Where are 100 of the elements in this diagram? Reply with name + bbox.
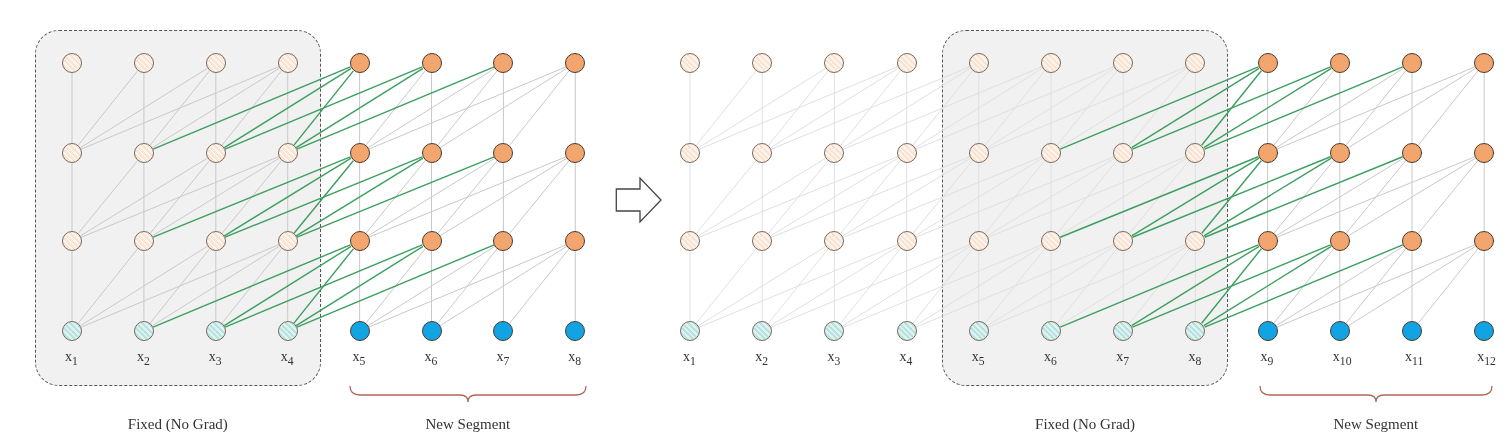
connection-line	[768, 160, 829, 234]
input-token-circle	[1474, 321, 1495, 341]
connection-line	[1276, 156, 1476, 238]
connection-line	[986, 157, 1116, 237]
connection-line	[152, 66, 352, 150]
token-label: x$_{7}$	[496, 349, 510, 368]
connection-line	[698, 244, 898, 328]
connection-line	[1131, 156, 1332, 238]
connection-line	[151, 67, 280, 149]
connection-line	[987, 244, 1187, 328]
connection-line	[439, 67, 568, 149]
token-label: x$_{2}$	[136, 349, 150, 368]
connection-line	[843, 244, 1043, 328]
connection-line	[1483, 250, 1485, 322]
connection-line	[80, 245, 208, 327]
connection-line	[1131, 245, 1260, 327]
hidden-state-circle	[1329, 143, 1350, 163]
connection-line	[80, 66, 279, 150]
connection-line	[77, 160, 139, 234]
connection-line	[915, 156, 1115, 238]
connection-line	[1347, 245, 1477, 327]
input-token-circle	[493, 321, 514, 341]
block-arrow	[615, 176, 662, 224]
token-label: x$_{5}$	[971, 349, 985, 368]
connection-line	[359, 72, 361, 144]
connection-line	[502, 250, 504, 322]
connection-line	[840, 248, 901, 324]
hidden-state-circle	[349, 53, 370, 73]
connection-line	[296, 156, 495, 238]
hidden-state-circle	[824, 143, 845, 163]
connection-line	[293, 160, 354, 234]
hidden-state-circle	[680, 231, 700, 251]
connection-line	[1273, 248, 1335, 324]
connection-line	[1056, 160, 1118, 234]
connection-line	[1059, 66, 1260, 150]
connection-line	[77, 70, 139, 146]
connection-line	[842, 67, 971, 149]
token-label: x$_{5}$	[352, 349, 366, 368]
hidden-state-circle	[824, 53, 845, 73]
connection-line	[914, 67, 1043, 149]
hidden-state-circle	[1474, 143, 1495, 163]
connection-line	[698, 67, 827, 149]
hidden-state-circle	[421, 53, 442, 73]
token-label: x$_{3}$	[827, 349, 841, 368]
connection-line	[296, 244, 495, 328]
hidden-state-circle	[1257, 231, 1278, 251]
token-label: x$_{8}$	[568, 349, 582, 368]
connection-line	[1203, 157, 1332, 237]
connection-line	[1131, 66, 1332, 150]
connection-line	[80, 157, 208, 237]
connection-line	[149, 70, 211, 146]
connection-line	[295, 157, 424, 237]
hidden-state-circle	[493, 143, 514, 163]
connection-line	[1056, 248, 1118, 324]
connection-line	[437, 160, 498, 234]
hidden-state-circle	[1402, 231, 1422, 251]
connection-line	[1203, 66, 1404, 150]
connection-line	[1128, 70, 1190, 146]
connection-line	[842, 245, 971, 327]
connection-line	[1276, 244, 1476, 328]
connection-line	[365, 160, 426, 234]
segment-label: New Segment	[425, 416, 511, 433]
connection-line	[365, 70, 426, 146]
connection-line	[698, 156, 898, 238]
hidden-state-circle	[565, 53, 586, 73]
input-token-circle	[1402, 321, 1422, 341]
connection-line	[1056, 70, 1118, 146]
hidden-state-circle	[1329, 53, 1350, 73]
connection-line	[368, 244, 567, 328]
connection-line	[1203, 245, 1332, 327]
connection-line	[431, 72, 432, 144]
connection-line	[1339, 162, 1341, 232]
token-label: x$_{6}$	[424, 349, 438, 368]
connection-line	[1267, 72, 1269, 144]
connection-line	[842, 157, 971, 237]
connection-line	[1345, 70, 1407, 146]
connection-line	[80, 244, 279, 328]
connection-line	[1200, 70, 1263, 146]
hidden-state-circle	[349, 231, 370, 251]
hidden-state-circle	[1257, 53, 1278, 73]
connection-line	[912, 248, 974, 324]
connection-line	[224, 156, 423, 238]
connection-line	[502, 72, 504, 144]
connection-line	[695, 160, 757, 234]
connection-line	[1203, 244, 1404, 328]
connection-line	[1194, 250, 1196, 322]
connection-line	[223, 157, 352, 237]
hidden-state-circle	[896, 143, 917, 163]
connection-line	[987, 156, 1187, 238]
connection-line	[1339, 72, 1341, 144]
connection-line	[698, 66, 898, 150]
connection-line	[224, 244, 423, 328]
hidden-state-circle	[752, 53, 773, 73]
connection-line	[1059, 245, 1188, 327]
hidden-state-circle	[752, 143, 773, 163]
connection-line	[840, 160, 901, 234]
connection-line	[287, 72, 289, 144]
connection-line	[1200, 248, 1263, 324]
hidden-state-circle	[896, 53, 917, 73]
connection-line	[221, 248, 282, 324]
